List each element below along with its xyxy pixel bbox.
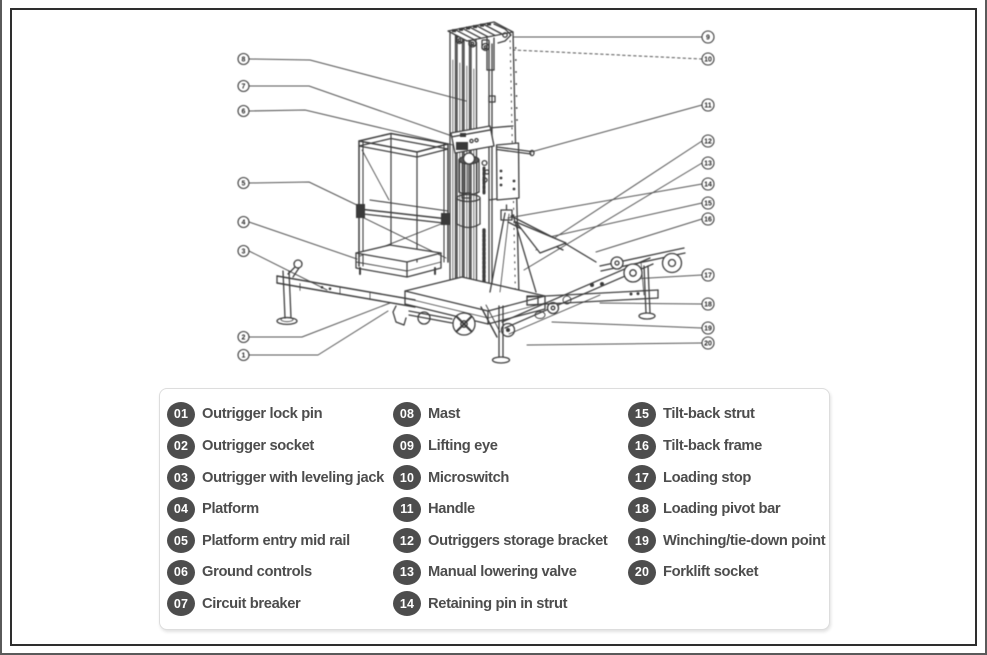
svg-text:14: 14 xyxy=(704,182,712,189)
svg-text:12: 12 xyxy=(704,139,712,146)
svg-text:4: 4 xyxy=(242,220,246,227)
svg-text:1: 1 xyxy=(242,353,246,360)
svg-text:18: 18 xyxy=(704,302,712,309)
svg-text:9: 9 xyxy=(706,35,710,42)
svg-text:13: 13 xyxy=(704,161,712,168)
svg-text:5: 5 xyxy=(242,181,246,188)
svg-text:2: 2 xyxy=(242,335,246,342)
svg-text:8: 8 xyxy=(242,57,246,64)
svg-text:6: 6 xyxy=(242,109,246,116)
svg-text:17: 17 xyxy=(704,273,712,280)
svg-text:3: 3 xyxy=(242,249,246,256)
svg-text:16: 16 xyxy=(704,217,712,224)
svg-text:19: 19 xyxy=(704,326,712,333)
svg-text:20: 20 xyxy=(704,341,712,348)
svg-text:15: 15 xyxy=(704,201,712,208)
svg-text:7: 7 xyxy=(242,84,246,91)
svg-text:11: 11 xyxy=(704,103,712,110)
svg-text:10: 10 xyxy=(704,57,712,64)
